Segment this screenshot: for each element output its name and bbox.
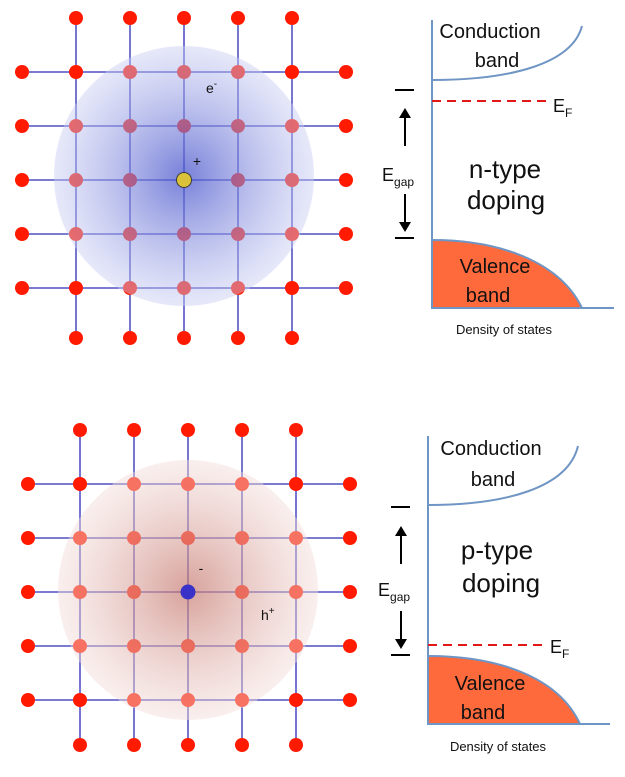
- n-fermi-label: EF: [553, 96, 572, 120]
- n-doping-label-2: doping: [467, 185, 545, 215]
- p-gap-indicator: [391, 506, 410, 656]
- n-dos-axis-label: Density of states: [456, 322, 553, 337]
- p-doping-label-2: doping: [462, 568, 540, 598]
- p-type-panel: - h+ EF Conduction band Valence band p-t…: [21, 423, 610, 754]
- p-valence-band-label-2: band: [461, 702, 506, 724]
- n-conduction-band-curve: [431, 25, 583, 81]
- acceptor-charge: -: [199, 560, 204, 576]
- p-conduction-band-label: Conduction: [440, 438, 541, 460]
- n-valence-band-label: Valence: [460, 256, 531, 278]
- p-valence-band-label: Valence: [455, 673, 526, 695]
- donor-impurity-atom: [176, 172, 192, 188]
- n-doping-label: n-type: [469, 154, 541, 184]
- p-band-diagram: EF Conduction band Valence band p-type d…: [378, 436, 610, 754]
- p-dos-axis-label: Density of states: [450, 739, 547, 754]
- n-valence-band-label-2: band: [466, 285, 511, 307]
- n-conduction-band-label: Conduction: [439, 21, 540, 43]
- donor-charge: +: [193, 153, 201, 169]
- acceptor-impurity-atom: [180, 584, 196, 600]
- n-gap-label: Egap: [382, 165, 414, 189]
- p-gap-label: Egap: [378, 580, 410, 604]
- hole-label: h+: [261, 606, 275, 623]
- n-type-panel: + e- EF Conduction band Valence band n-t…: [15, 11, 614, 345]
- p-conduction-band-label-2: band: [471, 469, 516, 491]
- electron-label: e-: [206, 79, 217, 96]
- n-gap-indicator: [395, 89, 414, 239]
- p-doping-label: p-type: [461, 535, 533, 565]
- n-conduction-band-label-2: band: [475, 50, 520, 72]
- p-conduction-band-curve: [427, 445, 579, 506]
- p-fermi-label: EF: [550, 637, 569, 661]
- n-band-diagram: EF Conduction band Valence band n-type d…: [382, 20, 614, 337]
